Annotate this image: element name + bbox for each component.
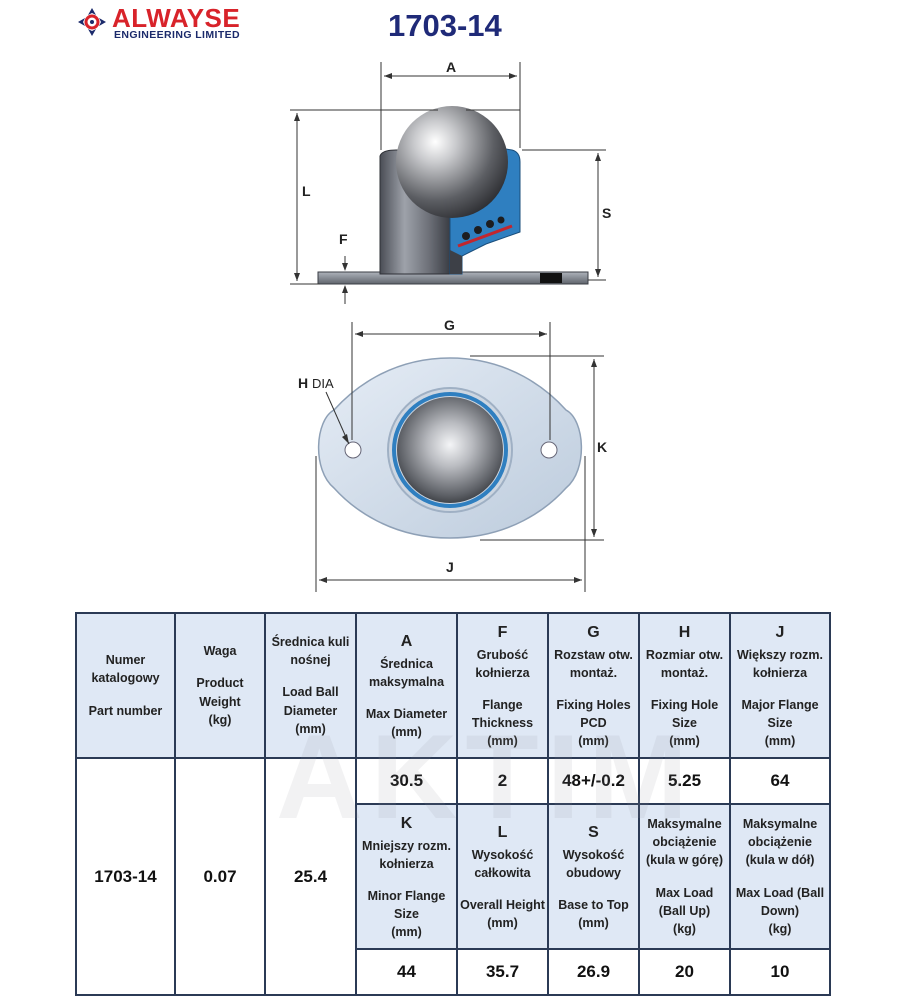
dim-label-h-dia: DIA <box>312 376 334 391</box>
value-ball-diameter: 25.4 <box>264 757 357 996</box>
header-l: L Wysokość całkowita Overall Height (mm) <box>456 803 549 950</box>
logo-name: ALWAYSE <box>112 3 241 33</box>
header-weight: Waga Product Weight (kg) <box>174 612 266 759</box>
fixing-hole-right <box>540 441 558 459</box>
value-f: 2 <box>456 757 549 805</box>
value-part-number: 1703-14 <box>75 757 176 996</box>
header-f: F Grubość kołnierza Flange Thickness (mm… <box>456 612 549 759</box>
value-max-load-down: 10 <box>729 948 831 996</box>
header-j: J Większy rozm. kołnierza Major Flange S… <box>729 612 831 759</box>
company-logo: ALWAYSE ENGINEERING LIMITED <box>76 3 286 42</box>
header-max-load-down: Maksymalne obciążenie (kula w dół) Max L… <box>729 803 831 950</box>
value-g: 48+/-0.2 <box>547 757 640 805</box>
header-part-number: Numer katalogowy Part number <box>75 612 176 759</box>
dim-label-a: A <box>446 59 456 75</box>
dim-label-h: H <box>298 375 308 391</box>
top-ball <box>397 397 503 503</box>
dim-label-g: G <box>444 317 455 333</box>
value-weight: 0.07 <box>174 757 266 996</box>
side-view: A L F S <box>290 59 611 304</box>
alwayse-logo-icon <box>78 8 106 36</box>
header-h: H Rozmiar otw. montaż. Fixing Hole Size … <box>638 612 731 759</box>
header-g: G Rozstaw otw. montaż. Fixing Holes PCD … <box>547 612 640 759</box>
side-flange <box>317 271 589 285</box>
dim-label-f: F <box>339 231 348 247</box>
dim-label-k: K <box>597 439 607 455</box>
logo-subtitle: ENGINEERING LIMITED <box>114 29 241 41</box>
top-view: G H DIA K J <box>298 317 607 592</box>
fixing-hole-left <box>344 441 362 459</box>
header-max-load-up: Maksymalne obciążenie (kula w górę) Max … <box>638 803 731 950</box>
header-k: K Mniejszy rozm. kołnierza Minor Flange … <box>355 803 458 950</box>
dim-label-l: L <box>302 183 311 199</box>
value-max-load-up: 20 <box>638 948 731 996</box>
value-j: 64 <box>729 757 831 805</box>
header-a: A Średnica maksymalna Max Diameter (mm) <box>355 612 458 759</box>
value-k: 44 <box>355 948 458 996</box>
side-ball <box>396 106 508 218</box>
value-a: 30.5 <box>355 757 458 805</box>
dim-label-s: S <box>602 205 611 221</box>
specification-table: Numer katalogowy Part number Waga Produc… <box>75 612 831 996</box>
dim-label-j: J <box>446 559 454 575</box>
value-s: 26.9 <box>547 948 640 996</box>
header-ball-diameter: Średnica kuli nośnej Load Ball Diameter … <box>264 612 357 759</box>
value-l: 35.7 <box>456 948 549 996</box>
product-code-title: 1703-14 <box>388 8 502 43</box>
header-s: S Wysokość obudowy Base to Top (mm) <box>547 803 640 950</box>
value-h: 5.25 <box>638 757 731 805</box>
technical-drawing: A L F S <box>290 59 611 592</box>
